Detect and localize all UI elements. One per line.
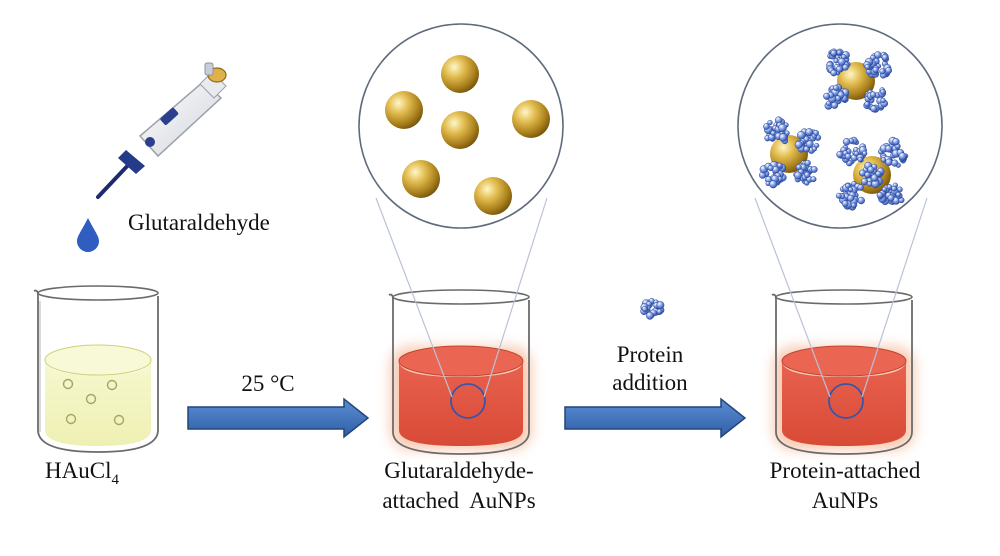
beaker1-label: HAuCl4 (45, 458, 119, 488)
protein-cluster-icon (863, 87, 889, 113)
protein-cluster-icon (763, 116, 790, 145)
zoom-focus-circle (450, 383, 486, 419)
protein-cluster-icon (759, 161, 787, 189)
droplet-icon (77, 218, 99, 252)
beaker2-label-line1: Glutaraldehyde- (384, 458, 533, 483)
protein-cluster-icon (823, 83, 850, 110)
reagent-label: Glutaraldehyde (128, 210, 270, 235)
bubbles (62, 378, 125, 426)
beaker-haucl4 (33, 285, 159, 453)
protein-cluster-icon (835, 180, 865, 211)
protein-cluster-icon (794, 128, 822, 154)
protein-cluster-icon (858, 161, 885, 189)
zoom-lines-beaker2 (375, 197, 548, 398)
protein-cluster-icon (836, 136, 868, 167)
zoom-lines-beaker3 (754, 197, 928, 398)
step2-condition-line1: Protein (617, 342, 684, 367)
protein-cluster-icon (793, 159, 818, 186)
zoom-focus-circle (828, 383, 864, 419)
beaker-glutaraldehyde-aunps (388, 289, 532, 455)
beaker2-label-line2: attached AuNPs (382, 488, 535, 513)
protein-cluster-icon (640, 298, 665, 320)
protein-cluster-icon (876, 182, 905, 206)
arrow-step1 (187, 397, 370, 439)
step2-condition-line2: addition (612, 370, 688, 395)
beaker-protein-aunps (771, 289, 915, 455)
gold-nanoparticle-icon (385, 55, 550, 215)
beaker3-label-line2: AuNPs (812, 488, 879, 513)
protein-cluster-icon (826, 48, 851, 77)
step1-condition: 25 °C (241, 371, 294, 396)
protein-clusters (759, 48, 909, 211)
zoom-view-protein-aunps (737, 23, 943, 229)
arrow-step2 (564, 397, 747, 439)
protein-cluster-icon (863, 51, 893, 79)
zoom-view-aunps (358, 23, 564, 229)
protein-cluster-icon (640, 298, 665, 320)
beaker3-label-line1: Protein-attached (770, 458, 921, 483)
pipette-icon (96, 62, 227, 199)
protein-cluster-icon (878, 136, 909, 168)
